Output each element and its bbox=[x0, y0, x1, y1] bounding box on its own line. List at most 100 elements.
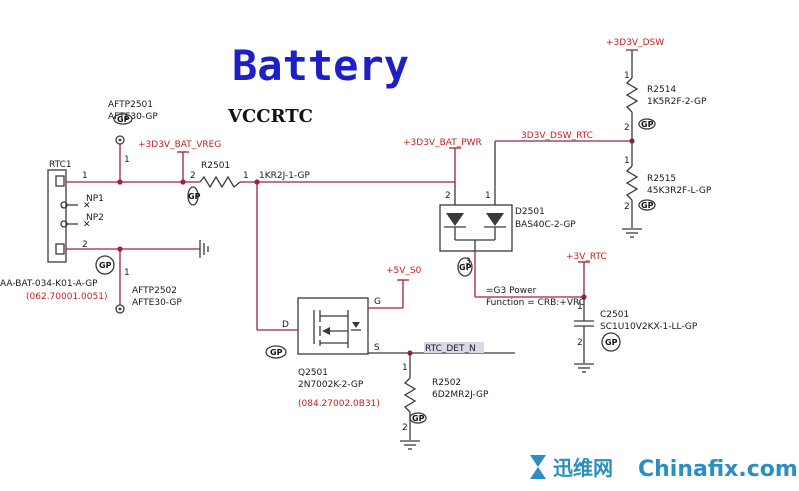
aftp2501-part: AFTE30-GP bbox=[108, 112, 158, 122]
gp-badge: GP bbox=[601, 332, 621, 352]
q2501-part: 2N7002K-2-GP bbox=[298, 380, 364, 390]
r2515-pin-b: 2 bbox=[624, 202, 630, 212]
r2501-pin-a: 2 bbox=[190, 171, 196, 181]
svg-text:GP: GP bbox=[605, 338, 618, 347]
r2515-ref: R2515 bbox=[647, 174, 676, 184]
r2514-resistor: 1 2 R2514 1K5R2F-2-GP bbox=[624, 71, 707, 141]
gp-badge: GP bbox=[265, 345, 287, 359]
c2501-pin-a: 1 bbox=[577, 302, 583, 312]
rail-bat-pwr: +3D3V_BAT_PWR bbox=[403, 138, 482, 182]
r2502-pin-a: 1 bbox=[402, 363, 408, 373]
d2501-pin-b: 1 bbox=[485, 191, 491, 201]
aftp2501-pin: 1 bbox=[124, 155, 130, 165]
svg-text:GP: GP bbox=[641, 201, 654, 210]
c2501-pin-b: 2 bbox=[577, 338, 583, 348]
note-function: Function = CRB:+VRC bbox=[486, 298, 585, 308]
r2502-pin-b: 2 bbox=[402, 423, 408, 433]
r2502-part: 6D2MR2J-GP bbox=[432, 390, 489, 400]
q2501-part-number: (084.27002.0B31) bbox=[298, 399, 380, 409]
rail-bat-vreg: +3D3V_BAT_VREG bbox=[138, 140, 221, 182]
rtc1-np1: NP1 bbox=[86, 194, 104, 204]
r2514-pin-b: 2 bbox=[624, 123, 630, 133]
rail-3v-rtc-label: +3V_RTC bbox=[566, 252, 607, 262]
r2515-part: 45K3R2F-L-GP bbox=[647, 186, 712, 196]
gp-badge: GP bbox=[457, 257, 473, 277]
sheet-title: Battery bbox=[232, 41, 409, 90]
r2514-part: 1K5R2F-2-GP bbox=[647, 97, 707, 107]
r2515-pin-a: 1 bbox=[624, 156, 630, 166]
q2501-mosfet: D G S Q2501 2N7002K-2-GP (084.27002.0B31… bbox=[282, 297, 381, 409]
r2502-resistor: 1 2 R2502 6D2MR2J-GP bbox=[402, 353, 489, 440]
svg-text:GP: GP bbox=[412, 414, 425, 423]
gp-badge: GP bbox=[187, 186, 201, 206]
aftp2502-part: AFTE30-GP bbox=[132, 298, 182, 308]
rtc1-np2: NP2 bbox=[86, 213, 104, 223]
rtc1-connector: ✕ ✕ RTC1 NP1 NP2 1 2 AA-BAT-034-K01-A-GP… bbox=[0, 160, 107, 302]
aftp2501-ref: AFTP2501 bbox=[108, 100, 153, 110]
sheet-subtitle: VCCRTC bbox=[227, 106, 313, 127]
q2501-pin-d: D bbox=[282, 320, 289, 330]
svg-text:GP: GP bbox=[641, 120, 654, 129]
watermark-logo-icon bbox=[530, 455, 546, 479]
r2501-resistor: R2501 2 1 1KR2J-1-GP bbox=[190, 161, 310, 189]
c2501-part: SC1U10V2KX-1-LL-GP bbox=[600, 322, 698, 332]
d2501-pin-c: 3 bbox=[465, 257, 471, 267]
rtc1-pin2: 2 bbox=[82, 240, 88, 250]
r2501-pin-b: 1 bbox=[243, 171, 249, 181]
rail-dsw-label: +3D3V_DSW bbox=[606, 38, 664, 48]
gp-badge: GP bbox=[113, 113, 133, 125]
watermark-cn: 迅维网 bbox=[553, 456, 613, 480]
rail-bat-pwr-label: +3D3V_BAT_PWR bbox=[403, 138, 482, 148]
rail-bat-vreg-label: +3D3V_BAT_VREG bbox=[138, 140, 221, 150]
r2515-resistor: 1 2 R2515 45K3R2F-L-GP bbox=[624, 141, 712, 228]
d2501-pin-a: 2 bbox=[445, 191, 451, 201]
gp-badge: GP bbox=[638, 199, 656, 211]
r2514-pin-a: 1 bbox=[624, 71, 630, 81]
rtc1-pin1: 1 bbox=[82, 171, 88, 181]
r2501-part: 1KR2J-1-GP bbox=[259, 171, 310, 181]
aftp2502-pin: 1 bbox=[124, 268, 130, 278]
rtc1-ref: RTC1 bbox=[49, 160, 72, 170]
r2514-ref: R2514 bbox=[647, 85, 676, 95]
d2501-part: BAS40C-2-GP bbox=[515, 220, 576, 230]
watermark-en: Chinafix.com bbox=[638, 457, 798, 482]
net-dsw-rtc-label: 3D3V_DSW_RTC bbox=[521, 131, 593, 141]
rtc1-part-number: (062.70001.0051) bbox=[26, 292, 107, 302]
aftp2502-test-point: 1 AFTP2502 AFTE30-GP bbox=[115, 249, 182, 314]
ground-symbol-r2502 bbox=[400, 440, 420, 450]
q2501-ref: Q2501 bbox=[298, 368, 328, 378]
c2501-ref: C2501 bbox=[600, 310, 629, 320]
aftp2502-ref: AFTP2502 bbox=[132, 286, 177, 296]
svg-text:GP: GP bbox=[270, 348, 283, 357]
rtc1-part: AA-BAT-034-K01-A-GP bbox=[0, 279, 98, 289]
np1-x-marker: ✕ bbox=[83, 201, 91, 211]
net-rtc-det-label: RTC_DET_N bbox=[425, 344, 476, 354]
ground-symbol-r2515 bbox=[622, 228, 642, 238]
ground-symbol-c2501 bbox=[574, 363, 594, 373]
r2501-ref: R2501 bbox=[201, 161, 230, 171]
r2502-ref: R2502 bbox=[432, 378, 461, 388]
gp-badge: GP bbox=[95, 255, 115, 275]
rail-5v-s0: +5V_S0 bbox=[368, 266, 422, 309]
q2501-pin-g: G bbox=[374, 297, 381, 307]
svg-text:GP: GP bbox=[99, 261, 112, 270]
watermark: 迅维网 Chinafix.com bbox=[530, 455, 798, 482]
c2501-capacitor: 1 2 C2501 SC1U10V2KX-1-LL-GP bbox=[574, 297, 698, 363]
d2501-diode: D2501 BAS40C-2-GP 2 1 3 bbox=[439, 191, 576, 267]
note-g3-power: =G3 Power bbox=[486, 286, 537, 296]
rail-dsw: +3D3V_DSW bbox=[606, 38, 664, 78]
d2501-ref: D2501 bbox=[515, 207, 545, 217]
svg-text:GP: GP bbox=[188, 192, 201, 201]
rail-3v-rtc: +3V_RTC bbox=[566, 252, 607, 297]
aftp2501-test-point: 1 AFTP2501 AFTE30-GP bbox=[108, 100, 158, 182]
ground-symbol-rtc1 bbox=[199, 240, 209, 258]
svg-text:GP: GP bbox=[117, 115, 130, 124]
gp-badge: GP bbox=[409, 412, 427, 424]
rail-5v-s0-label: +5V_S0 bbox=[386, 266, 422, 276]
gp-badge: GP bbox=[638, 118, 656, 130]
svg-text:GP: GP bbox=[459, 263, 472, 272]
np2-x-marker: ✕ bbox=[83, 220, 91, 230]
q2501-pin-s: S bbox=[374, 343, 380, 353]
rtc-det-highlight bbox=[424, 342, 484, 353]
